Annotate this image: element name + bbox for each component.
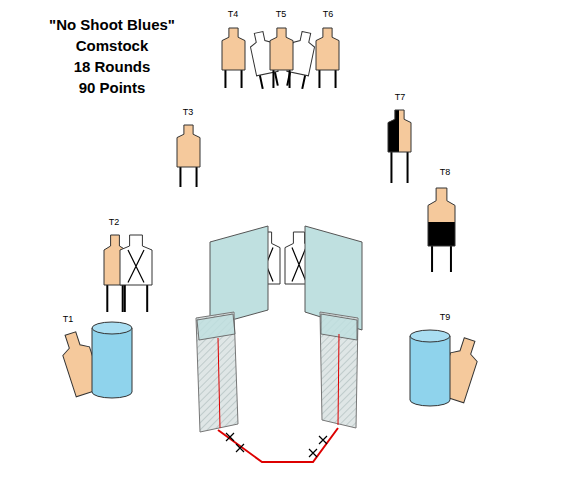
barrel [92, 322, 132, 398]
start-position-mark [226, 433, 234, 441]
target-label: T2 [109, 218, 120, 228]
target-outline [428, 188, 455, 246]
target-outline [270, 28, 293, 70]
target-stand [241, 70, 243, 88]
target-label: T7 [395, 93, 406, 103]
target-body [270, 28, 293, 70]
target-stand [335, 70, 337, 88]
target-stand [431, 246, 433, 272]
target-stand [122, 285, 124, 312]
target-label: T3 [183, 108, 194, 118]
target-stand [407, 152, 409, 183]
target-stand [450, 246, 452, 272]
target-stand [260, 75, 263, 89]
wall-end [197, 314, 235, 340]
target-outline [222, 28, 245, 70]
target-outline [120, 235, 152, 285]
fault-line [218, 338, 220, 428]
target-stand [106, 285, 108, 312]
target-label: T6 [323, 10, 334, 20]
stage-info: Comstock [76, 38, 149, 55]
target-label: T9 [440, 313, 451, 323]
barrel-side [92, 328, 132, 398]
target-body [316, 28, 339, 70]
target-outline [316, 28, 339, 70]
shooting-box [218, 428, 338, 462]
stage-info: 90 Points [79, 80, 146, 97]
target [270, 28, 293, 88]
barrel-top [410, 330, 450, 342]
start-position-mark [319, 436, 327, 444]
target [177, 125, 200, 187]
target-stand [224, 70, 226, 88]
target-body [222, 28, 245, 70]
barrier [320, 312, 358, 428]
target-outline [388, 110, 411, 152]
target-stand [272, 70, 274, 88]
target-stand [318, 70, 320, 88]
stage-title: "No Shoot Blues" [49, 17, 175, 34]
wall [210, 226, 268, 326]
target-stand [146, 285, 148, 312]
target [120, 235, 152, 312]
target-label: T5 [276, 10, 287, 20]
target-body [120, 235, 152, 285]
fault-line [338, 334, 339, 425]
target-stand [390, 152, 392, 183]
hard-cover-zone [428, 222, 455, 246]
barrel-top [92, 322, 132, 334]
target-label: T8 [440, 168, 451, 178]
start-position-mark [309, 449, 317, 457]
start-position-mark [236, 444, 244, 452]
target [388, 110, 411, 183]
target-stand [196, 167, 198, 187]
target-label: T1 [63, 315, 74, 325]
target-outline [177, 125, 200, 167]
barrel [410, 330, 450, 406]
target-stand [179, 167, 181, 187]
target [222, 28, 245, 88]
target-stand [275, 72, 278, 86]
target [428, 188, 455, 272]
barrel-side [410, 336, 450, 406]
target-body [177, 125, 200, 167]
target-label: T4 [228, 10, 239, 20]
target-body [428, 188, 455, 246]
no-shoot-mark [128, 250, 144, 283]
no-shoot-mark [292, 248, 306, 282]
target-body [388, 110, 411, 152]
hard-cover-zone [388, 110, 399, 152]
target-stand [124, 285, 126, 312]
stage-info: 18 Rounds [74, 59, 151, 76]
target [316, 28, 339, 88]
barrier [196, 312, 238, 432]
target-stand [302, 75, 305, 89]
target-stand [289, 70, 291, 88]
